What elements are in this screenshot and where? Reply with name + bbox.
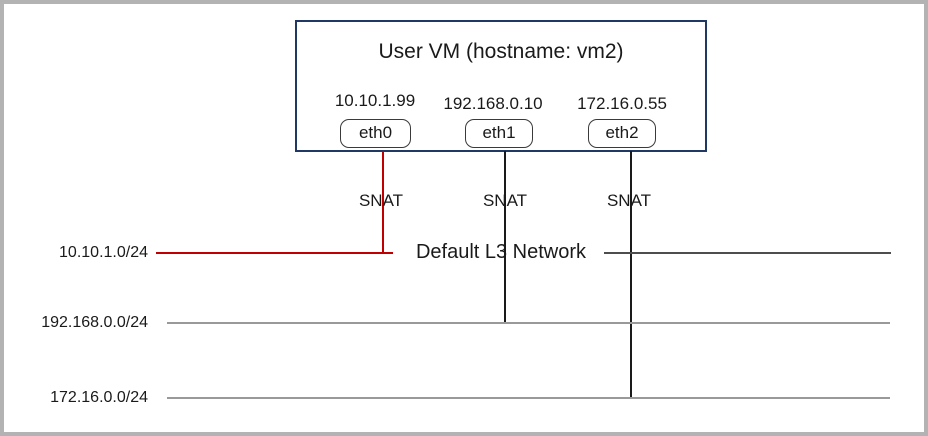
eth1-snat-label: SNAT xyxy=(482,191,528,210)
eth0-snat-label: SNAT xyxy=(358,191,404,210)
eth1-ip-label: 192.168.0.10 xyxy=(443,94,543,113)
eth1-snat-connector-line xyxy=(504,151,506,323)
eth2-snat-label: SNAT xyxy=(606,191,652,210)
eth2-ip-label: 172.16.0.55 xyxy=(577,94,667,113)
eth2-snat-connector-line xyxy=(630,151,632,398)
network-cidr-label-192-168-0-0: 192.168.0.0/24 xyxy=(41,314,148,331)
eth0-ip-label: 10.10.1.99 xyxy=(334,91,416,110)
eth0-interface-box: eth0 xyxy=(340,119,411,148)
eth1-interface-box: eth1 xyxy=(465,119,533,148)
network-cidr-label-172-16-0-0: 172.16.0.0/24 xyxy=(50,389,148,406)
eth0-snat-connector-line xyxy=(382,151,384,253)
eth2-interface-box: eth2 xyxy=(588,119,656,148)
network-line-172-16-0-0 xyxy=(167,397,890,399)
default-l3-network-line-right xyxy=(604,252,891,254)
default-l3-network-line-left xyxy=(156,252,393,254)
vm-title: User VM (hostname: vm2) xyxy=(378,40,624,63)
network-line-192-168-0-0 xyxy=(167,322,890,324)
network-cidr-label-10-10-1-0: 10.10.1.0/24 xyxy=(59,244,148,261)
default-l3-network-label: Default L3 Network xyxy=(415,241,587,263)
